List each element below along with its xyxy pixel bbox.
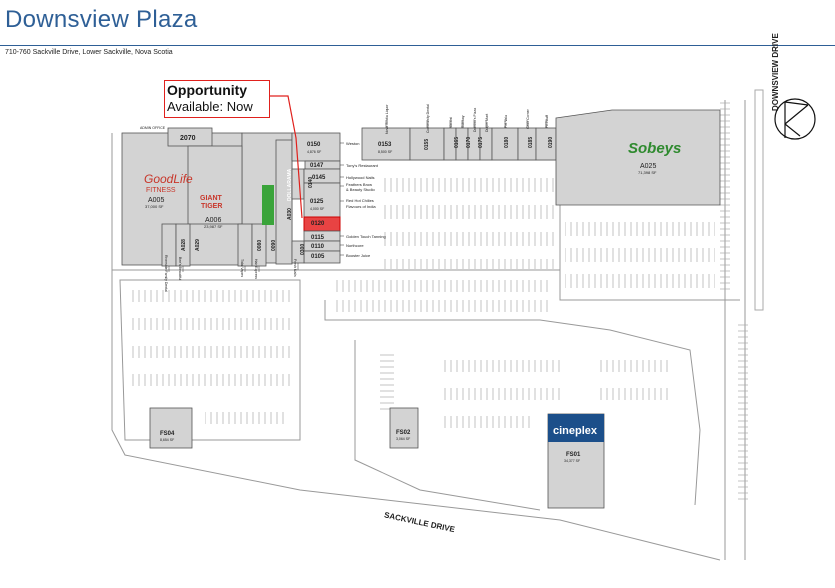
unit-fs04-sf: 8,654 SF xyxy=(160,438,174,442)
unit-0180-label: 0180 xyxy=(504,137,510,148)
site-address: 710-760 Sackville Drive, Lower Sackville… xyxy=(5,49,173,56)
unit-0145-label: 0145 xyxy=(312,175,326,181)
goodlife-fitness-text: FITNESS xyxy=(146,187,176,194)
giant-tiger-logo-text: GIANT xyxy=(200,195,223,202)
pad-fs02 xyxy=(389,407,419,449)
tenant-0175a: Domino's Pizza xyxy=(473,108,477,132)
tenant-0165: Vacant xyxy=(449,117,453,128)
tenant-0180: Pet Valu xyxy=(504,115,508,128)
tenant-0155: Community Dental xyxy=(426,104,430,133)
unit-0300-label: 0300 xyxy=(300,244,306,255)
unit-0115-label: 0115 xyxy=(311,235,325,241)
unit-a005-label: A005 xyxy=(148,197,164,204)
tenant-0080: Tidal Vapes xyxy=(240,259,244,277)
west-anchor-building xyxy=(121,127,293,267)
downsview-drive-label: DOWNSVIEW DRIVE xyxy=(771,33,780,111)
unit-0090-label: 0090 xyxy=(271,240,277,251)
unit-a029-label: A029 xyxy=(195,239,201,251)
tenant-0175b: Diaper Mart xyxy=(485,114,489,132)
unit-0150-sf: 4,876 SF xyxy=(307,150,321,154)
unit-0140-label: 0140 xyxy=(308,177,314,188)
road-median xyxy=(754,89,764,311)
unit-0155-label: 0155 xyxy=(424,139,430,150)
parking-stalls xyxy=(130,100,748,500)
tenant-0147: Tony's Restaurant xyxy=(346,163,379,168)
north-arrow-icon xyxy=(774,98,816,140)
unit-0185-label: 0185 xyxy=(528,137,534,148)
unit-0175-label: 0175 xyxy=(478,137,484,148)
tenant-0115: Golden Touch Tanning xyxy=(346,234,386,239)
sackville-drive-label: SACKVILLE DRIVE xyxy=(383,510,456,534)
unit-0110-label: 0110 xyxy=(311,244,325,250)
tenant-0105: Booster Juice xyxy=(346,253,371,258)
cineplex-logo-box xyxy=(548,414,604,442)
unit-0105-label: 0105 xyxy=(311,254,325,260)
admin-office-label: ADMIN OFFICE xyxy=(140,126,166,130)
callout-heading: Opportunity xyxy=(167,82,248,98)
unit-a030-label: A030 xyxy=(287,208,293,220)
sobeys-logo-text: Sobeys xyxy=(628,140,681,157)
unit-fs01-sf: 34,377 SF xyxy=(564,459,580,463)
unit-0153-sf: 8,500 SF xyxy=(378,150,392,154)
middle-strip xyxy=(361,127,557,161)
tenant-a028: Riverside Family Dental xyxy=(164,255,168,292)
dollarama-logo xyxy=(262,185,274,225)
unit-a025-sf: 71,398 SF xyxy=(638,170,657,175)
tenant-0125b: Flavours of India xyxy=(346,204,376,209)
unit-a006-label: A006 xyxy=(205,217,221,224)
title-divider xyxy=(0,45,835,46)
callout-leader xyxy=(268,95,303,219)
sobeys-building xyxy=(555,109,721,206)
unit-fs02-sf: 3,064 SF xyxy=(396,437,410,441)
unit-fs01-label: FS01 xyxy=(566,452,581,458)
tenant-a029: Bee's Beautiful xyxy=(178,257,182,280)
unit-2070-label: 2070 xyxy=(180,135,196,142)
unit-0170-label: 0170 xyxy=(466,137,472,148)
tenant-leaders xyxy=(168,120,547,272)
unit-a028-label: A028 xyxy=(181,239,187,251)
cineplex-logo-text: cineplex xyxy=(553,425,598,437)
tenant-0145c: & Beauty Studio xyxy=(346,187,375,192)
opportunity-callout: Opportunity Available: Now xyxy=(164,80,270,118)
tenant-0145a: Hollywood Nails xyxy=(346,175,374,180)
unit-0125-label: 0125 xyxy=(310,199,324,205)
unit-0125-sf: 4,000 SF xyxy=(310,207,324,211)
unit-a006-sf: 23,987 SF xyxy=(204,224,223,229)
unit-a025-label: A025 xyxy=(640,163,656,170)
tenant-0153: Nova Scotia Liquor xyxy=(385,104,389,134)
goodlife-logo-text: GoodLife xyxy=(144,172,193,186)
unit-0190-label: 0190 xyxy=(548,137,554,148)
tenant-0150: Weston xyxy=(346,141,360,146)
unit-strip xyxy=(291,132,341,264)
tenant-0190: PETstuff xyxy=(545,115,549,128)
unit-0120-label: 0120 xyxy=(311,221,325,227)
unit-0150-label: 0150 xyxy=(307,142,321,148)
tenant-0145b: Feathers Brow xyxy=(346,182,372,187)
tenant-0110: Northcore xyxy=(346,243,364,248)
unit-fs04-label: FS04 xyxy=(160,431,175,437)
unit-a005-sf: 37,000 SF xyxy=(145,204,164,209)
unit-0080-label: 0080 xyxy=(257,240,263,251)
pad-fs04 xyxy=(149,407,193,449)
unit-0147-label: 0147 xyxy=(310,163,324,169)
tenant-0170: Subway xyxy=(461,115,465,128)
page-title: Downsview Plaza xyxy=(5,6,198,33)
tenant-0125a: Red Hot Chilies xyxy=(346,198,374,203)
tenant-0090: Hair Express xyxy=(254,259,258,279)
unit-0153-label: 0153 xyxy=(378,142,392,148)
dollarama-logo-text: DOLLARAMA xyxy=(287,168,293,201)
tenant-0300: Fresh Nails xyxy=(293,259,297,277)
tenant-0185: Cash Corner xyxy=(526,108,530,129)
unit-fs02-label: FS02 xyxy=(396,430,411,436)
unit-0165-label: 0165 xyxy=(454,137,460,148)
giant-tiger-logo-text-2: TIGER xyxy=(201,203,222,210)
callout-availability: Available: Now xyxy=(167,99,253,114)
